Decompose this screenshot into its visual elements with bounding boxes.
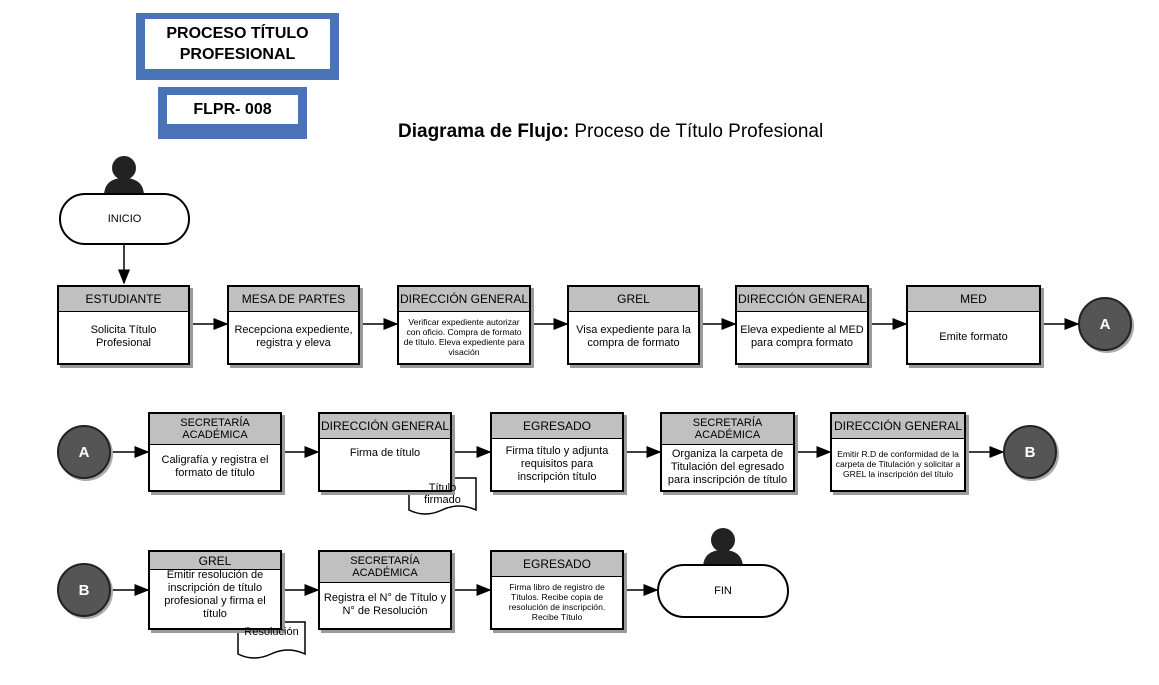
step-role: GREL bbox=[569, 287, 698, 312]
step-text: Emitir resolución de inscripción de títu… bbox=[164, 568, 266, 620]
process-step-mesa-de-partes: MESA DE PARTES Recepciona expediente, re… bbox=[227, 285, 360, 365]
connector-label: B bbox=[1024, 443, 1036, 461]
step-role: MED bbox=[908, 287, 1039, 312]
start-label: INICIO bbox=[107, 213, 142, 225]
person-icon-end bbox=[703, 528, 743, 568]
process-step-egresado-1: EGRESADO Firma título y adjunta requisit… bbox=[490, 412, 624, 492]
process-step-secretaria-1: SECRETARÍA ACADÉMICA Caligrafía y regist… bbox=[148, 412, 282, 492]
process-title: PROCESO TÍTULO PROFESIONAL bbox=[145, 19, 330, 69]
connector-a-in: A bbox=[57, 425, 111, 479]
process-step-secretaria-2: SECRETARÍA ACADÉMICA Organiza la carpeta… bbox=[660, 412, 795, 492]
process-step-direccion-general-1: DIRECCIÓN GENERAL Verificar expediente a… bbox=[397, 285, 531, 365]
connector-label: B bbox=[78, 581, 90, 599]
end-terminal: FIN bbox=[657, 564, 789, 618]
step-text: Caligrafía y registra el formato de títu… bbox=[161, 454, 269, 479]
step-role: DIRECCIÓN GENERAL bbox=[737, 287, 867, 312]
process-step-direccion-general-3: DIRECCIÓN GENERAL Firma de título bbox=[318, 412, 452, 492]
diagram-title-rest: Proceso de Título Profesional bbox=[574, 121, 824, 142]
step-role: SECRETARÍA ACADÉMICA bbox=[150, 414, 280, 445]
code-box: FLPR- 008 bbox=[158, 87, 307, 139]
connector-b-in: B bbox=[57, 563, 111, 617]
process-step-grel-1: GREL Visa expediente para la compra de f… bbox=[567, 285, 700, 365]
process-code: FLPR- 008 bbox=[167, 95, 298, 124]
step-role: SECRETARÍA ACADÉMICA bbox=[662, 414, 793, 445]
step-role: SECRETARÍA ACADÉMICA bbox=[320, 552, 450, 583]
process-title-box: PROCESO TÍTULO PROFESIONAL bbox=[136, 13, 339, 80]
connector-label: A bbox=[1099, 315, 1111, 333]
process-step-grel-2: GREL Emitir resolución de inscripción de… bbox=[148, 550, 282, 630]
step-text: Emitir R.D de conformidad de la carpeta … bbox=[835, 449, 961, 479]
process-step-estudiante: ESTUDIANTE Solicita Título Profesional bbox=[57, 285, 190, 365]
step-text: Firma libro de registro de Títulos. Reci… bbox=[508, 582, 606, 622]
process-step-secretaria-3: SECRETARÍA ACADÉMICA Registra el N° de T… bbox=[318, 550, 452, 630]
process-step-med: MED Emite formato bbox=[906, 285, 1041, 365]
step-text: Visa expediente para la compra de format… bbox=[576, 324, 691, 349]
diagram-title: Diagrama de Flujo: Proceso de Título Pro… bbox=[398, 121, 823, 143]
connector-a-out: A bbox=[1078, 297, 1132, 351]
step-text: Recepciona expediente, registra y eleva bbox=[234, 324, 353, 349]
document-label: Título firmado bbox=[424, 482, 461, 506]
document-shape-resolucion bbox=[237, 621, 306, 659]
start-terminal: INICIO bbox=[59, 193, 190, 245]
step-role: DIRECCIÓN GENERAL bbox=[399, 287, 529, 312]
step-role: EGRESADO bbox=[492, 552, 622, 577]
process-step-direccion-general-4: DIRECCIÓN GENERAL Emitir R.D de conformi… bbox=[830, 412, 966, 492]
diagram-title-bold: Diagrama de Flujo: bbox=[398, 121, 570, 142]
step-role: DIRECCIÓN GENERAL bbox=[832, 414, 964, 439]
step-role: GREL bbox=[150, 552, 280, 570]
connector-label: A bbox=[78, 443, 90, 461]
step-text: Organiza la carpeta de Titulación del eg… bbox=[667, 447, 788, 486]
step-role: DIRECCIÓN GENERAL bbox=[320, 414, 450, 439]
process-step-direccion-general-2: DIRECCIÓN GENERAL Eleva expediente al ME… bbox=[735, 285, 869, 365]
document-titulo-firmado: Título firmado bbox=[409, 478, 476, 512]
step-text: Emite formato bbox=[939, 330, 1008, 343]
end-label: FIN bbox=[714, 585, 732, 597]
person-icon-start bbox=[104, 156, 144, 196]
process-step-egresado-2: EGRESADO Firma libro de registro de Títu… bbox=[490, 550, 624, 630]
step-role: ESTUDIANTE bbox=[59, 287, 188, 312]
step-text: Solicita Título Profesional bbox=[90, 324, 157, 349]
step-text: Verificar expediente autorizar con ofici… bbox=[403, 317, 525, 357]
step-role: EGRESADO bbox=[492, 414, 622, 439]
step-text: Registra el N° de Título y N° de Resoluc… bbox=[323, 592, 447, 617]
document-label: Resolución bbox=[244, 626, 299, 638]
document-resolucion: Resolución bbox=[238, 622, 305, 656]
connector-b-out: B bbox=[1003, 425, 1057, 479]
step-text: Firma título y adjunta requisitos para i… bbox=[505, 444, 609, 483]
step-text: Eleva expediente al MED para compra form… bbox=[740, 324, 864, 349]
step-role: MESA DE PARTES bbox=[229, 287, 358, 312]
step-text: Firma de título bbox=[349, 446, 421, 459]
